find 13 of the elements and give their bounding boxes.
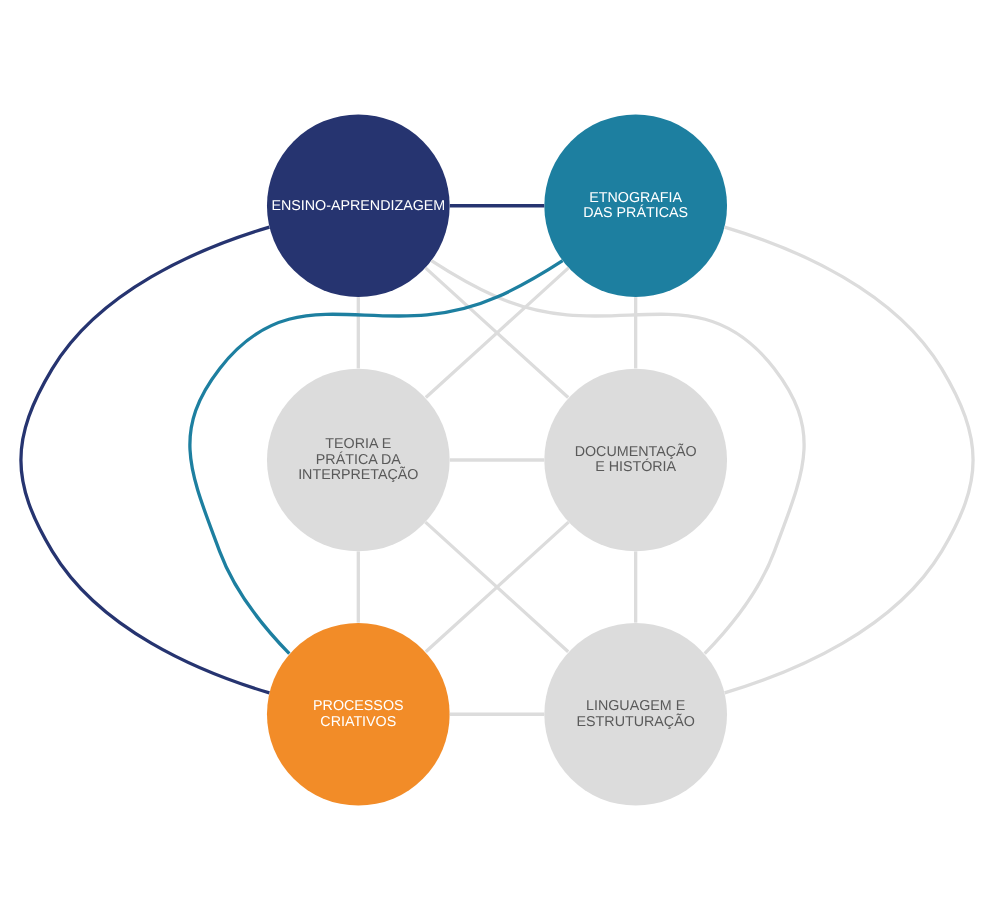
connector <box>724 224 975 694</box>
connector <box>356 550 360 622</box>
connector <box>430 258 806 654</box>
connector <box>449 711 545 715</box>
connector <box>19 224 270 694</box>
connector <box>424 519 570 653</box>
connector <box>356 296 360 368</box>
connector <box>449 203 545 207</box>
connector <box>188 258 564 654</box>
connector <box>634 296 638 368</box>
connector <box>424 265 570 398</box>
connector <box>449 457 545 461</box>
connector <box>634 550 638 622</box>
